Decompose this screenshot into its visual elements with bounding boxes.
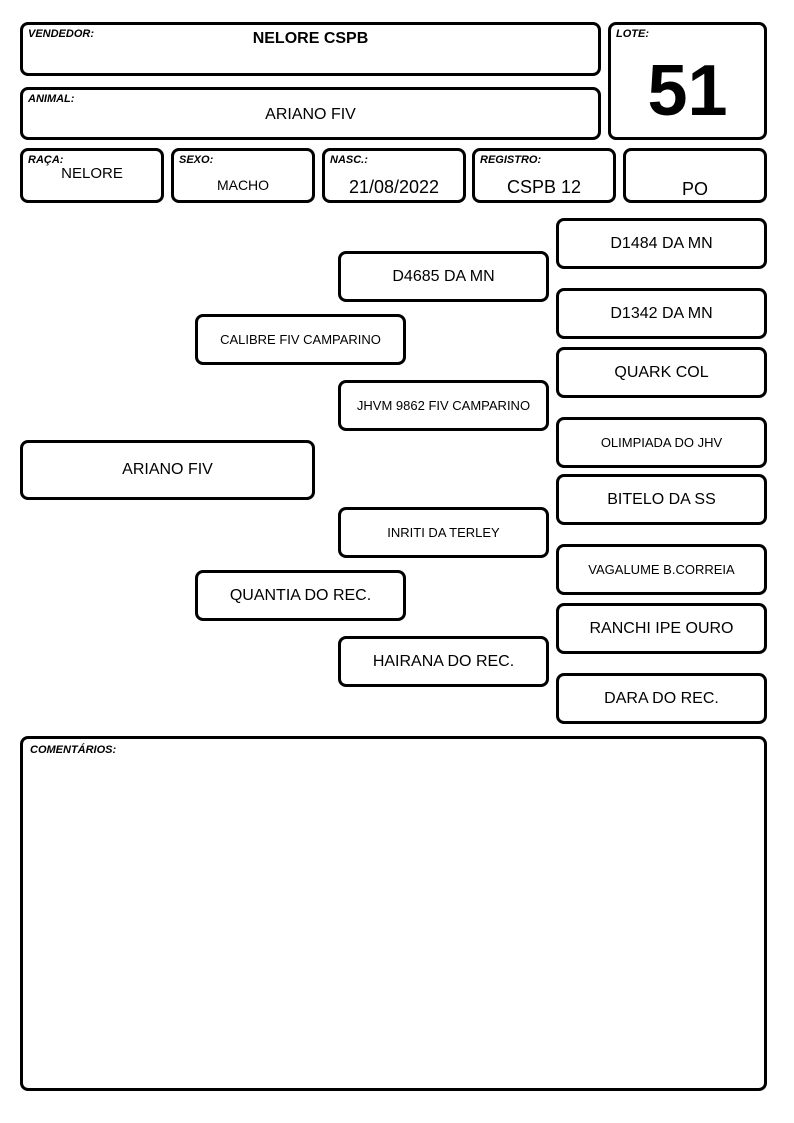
categoria-value: PO [681, 179, 708, 199]
pedigree-sss: D1484 DA MN [556, 218, 767, 269]
pedigree-sire-dam: JHVM 9862 FIV CAMPARINO [338, 380, 549, 431]
comments-box[interactable]: COMENTÁRIOS: [20, 736, 767, 1091]
registro-label: REGISTRO: [480, 154, 542, 166]
registro-box: REGISTRO: CSPB 12 [472, 148, 616, 203]
pedigree-ssd: D1342 DA MN [556, 288, 767, 339]
pedigree-dds: RANCHI IPE OURO [556, 603, 767, 654]
sexo-label: SEXO: [179, 154, 214, 166]
pedigree-sire: CALIBRE FIV CAMPARINO [195, 314, 406, 365]
pedigree-dsd: VAGALUME B.CORREIA [556, 544, 767, 595]
vendedor-box: VENDEDOR: NELORE CSPB [20, 22, 601, 76]
sexo-value: MACHO [216, 177, 270, 193]
animal-value: ARIANO FIV [265, 106, 356, 123]
categoria-box: PO [623, 148, 767, 203]
raca-value: NELORE [61, 165, 123, 182]
pedigree-ddd: DARA DO REC. [556, 673, 767, 724]
pedigree-animal: ARIANO FIV [20, 440, 315, 500]
pedigree-sire-sire: D4685 DA MN [338, 251, 549, 302]
lote-box: LOTE: 51 [608, 22, 767, 140]
vendedor-value: NELORE CSPB [252, 30, 369, 47]
animal-box: ANIMAL: ARIANO FIV [20, 87, 601, 140]
nasc-label: NASC.: [330, 154, 368, 166]
pedigree-dam-sire: INRITI DA TERLEY [338, 507, 549, 558]
pedigree-sdd: OLIMPIADA DO JHV [556, 417, 767, 468]
vendedor-label: VENDEDOR: [28, 28, 95, 40]
lote-number: 51 [647, 51, 728, 131]
pedigree-dam-dam: HAIRANA DO REC. [338, 636, 549, 687]
raca-box: RAÇA: NELORE [20, 148, 164, 203]
lote-label: LOTE: [616, 28, 649, 40]
pedigree-dss: BITELO DA SS [556, 474, 767, 525]
sexo-box: SEXO: MACHO [171, 148, 315, 203]
pedigree-dam: QUANTIA DO REC. [195, 570, 406, 621]
raca-label: RAÇA: [28, 154, 64, 166]
comments-text[interactable] [31, 763, 756, 1080]
pedigree-sds: QUARK COL [556, 347, 767, 398]
registro-value: CSPB 12 [506, 177, 582, 197]
nasc-box: NASC.: 21/08/2022 [322, 148, 466, 203]
animal-label: ANIMAL: [28, 93, 75, 105]
comments-label: COMENTÁRIOS: [30, 744, 117, 756]
nasc-value: 21/08/2022 [348, 177, 440, 197]
